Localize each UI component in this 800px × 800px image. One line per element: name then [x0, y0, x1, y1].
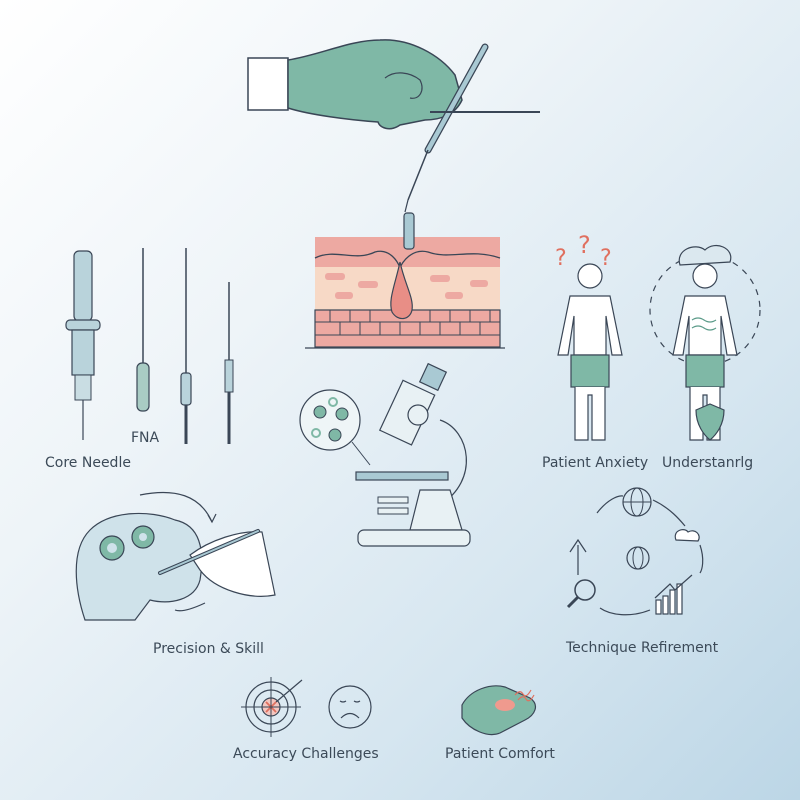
precision-skill-label: Precision & Skill [153, 641, 264, 657]
fna-label: FNA [131, 430, 160, 446]
svg-text:?: ? [578, 231, 591, 259]
patient-anxiety-label: Patient Anxiety [542, 455, 649, 471]
svg-text:?: ? [555, 246, 567, 271]
svg-text:?: ? [600, 246, 612, 271]
accuracy-challenges-label: Accuracy Challenges [233, 746, 379, 762]
technique-refinement-label: Technique Refirement [566, 640, 719, 656]
patient-comfort-label: Patient Comfort [445, 746, 555, 762]
core-needle-label: Core Needle [45, 455, 131, 471]
understanding-label: Understanrlg [662, 455, 754, 471]
